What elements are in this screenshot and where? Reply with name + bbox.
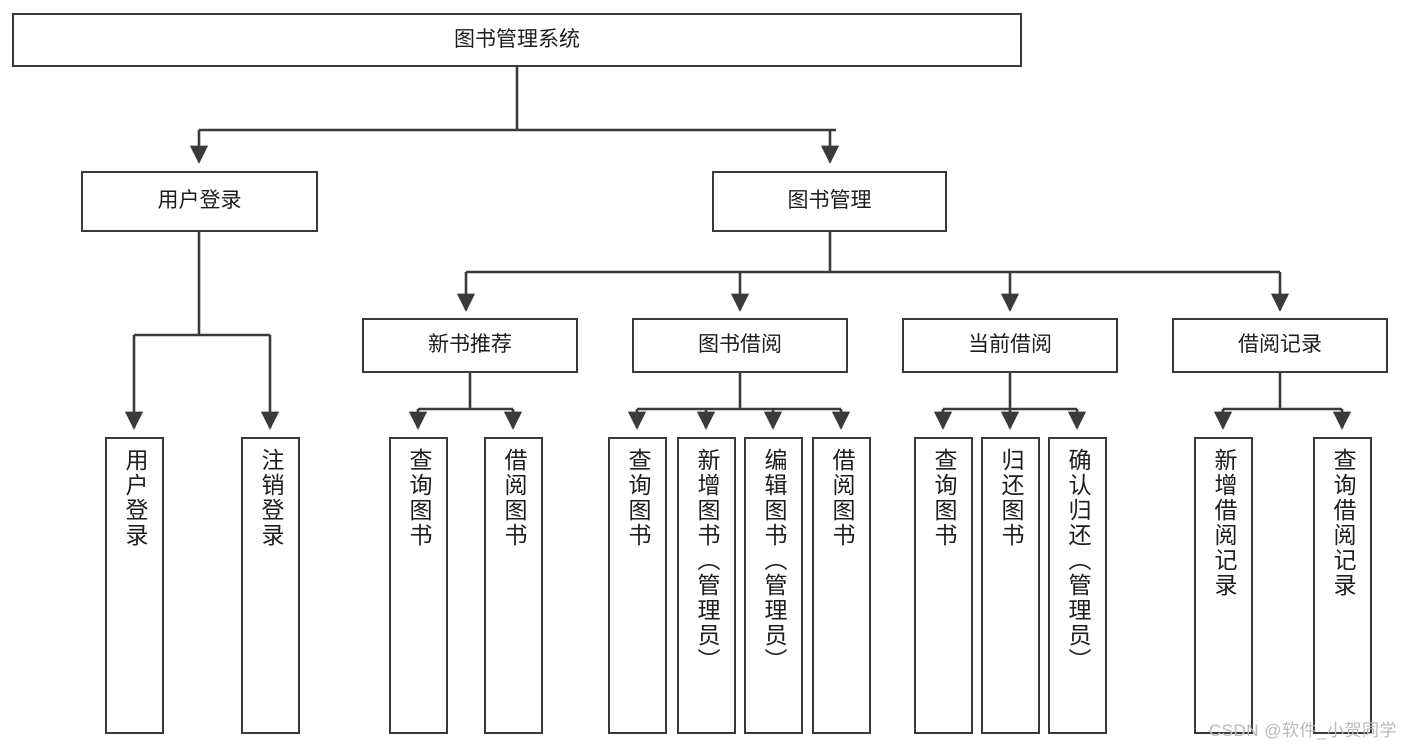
node-current-borrow[interactable]: 当前借阅 xyxy=(902,318,1118,373)
leaf-records-query-record[interactable]: 查询借阅记录 xyxy=(1313,437,1372,734)
leaf-borrow-edit-book-admin[interactable]: 编辑图书（管理员） xyxy=(744,437,803,734)
leaf-records-query-record-label: 查询借阅记录 xyxy=(1330,448,1356,598)
node-book-borrow-label: 图书借阅 xyxy=(698,333,782,357)
leaf-borrow-query-book[interactable]: 查询图书 xyxy=(608,437,667,734)
leaf-borrow-borrow-book[interactable]: 借阅图书 xyxy=(812,437,871,734)
watermark-text: CSDN @软件_小贺同学 xyxy=(1208,721,1397,740)
leaf-current-query-book-label: 查询图书 xyxy=(931,448,957,548)
leaf-records-add-record-label: 新增借阅记录 xyxy=(1211,448,1237,598)
leaf-current-return-book[interactable]: 归还图书 xyxy=(981,437,1040,734)
node-book-management-label: 图书管理 xyxy=(787,189,872,213)
node-root-label: 图书管理系统 xyxy=(454,27,580,51)
node-user-login-label: 用户登录 xyxy=(157,189,242,213)
node-borrow-records[interactable]: 借阅记录 xyxy=(1172,318,1388,373)
leaf-current-return-book-label: 归还图书 xyxy=(998,448,1024,548)
node-book-management[interactable]: 图书管理 xyxy=(712,171,947,232)
node-book-borrow[interactable]: 图书借阅 xyxy=(632,318,848,373)
leaf-recommend-query-book-label: 查询图书 xyxy=(406,448,432,548)
leaf-current-query-book[interactable]: 查询图书 xyxy=(914,437,973,734)
leaf-user-login-login[interactable]: 用户登录 xyxy=(105,437,164,734)
node-new-book-recommend[interactable]: 新书推荐 xyxy=(362,318,578,373)
leaf-user-login-logout-label: 注销登录 xyxy=(258,448,284,548)
leaf-borrow-query-book-label: 查询图书 xyxy=(625,448,651,548)
leaf-borrow-borrow-book-label: 借阅图书 xyxy=(829,448,855,548)
leaf-borrow-add-book-admin[interactable]: 新增图书（管理员） xyxy=(677,437,736,734)
leaf-recommend-borrow-book[interactable]: 借阅图书 xyxy=(484,437,543,734)
node-new-book-recommend-label: 新书推荐 xyxy=(428,333,512,357)
node-root[interactable]: 图书管理系统 xyxy=(12,13,1022,67)
leaf-recommend-borrow-book-label: 借阅图书 xyxy=(501,448,527,548)
leaf-current-confirm-return-admin-label: 确认归还（管理员） xyxy=(1065,448,1091,673)
leaf-user-login-logout[interactable]: 注销登录 xyxy=(241,437,300,734)
leaf-borrow-edit-book-admin-label: 编辑图书（管理员） xyxy=(761,448,787,673)
leaf-recommend-query-book[interactable]: 查询图书 xyxy=(389,437,448,734)
leaf-current-confirm-return-admin[interactable]: 确认归还（管理员） xyxy=(1048,437,1107,734)
node-borrow-records-label: 借阅记录 xyxy=(1238,333,1322,357)
leaf-borrow-add-book-admin-label: 新增图书（管理员） xyxy=(694,448,720,673)
node-current-borrow-label: 当前借阅 xyxy=(968,333,1052,357)
leaf-user-login-login-label: 用户登录 xyxy=(122,448,148,548)
leaf-records-add-record[interactable]: 新增借阅记录 xyxy=(1194,437,1253,734)
node-user-login[interactable]: 用户登录 xyxy=(81,171,318,232)
